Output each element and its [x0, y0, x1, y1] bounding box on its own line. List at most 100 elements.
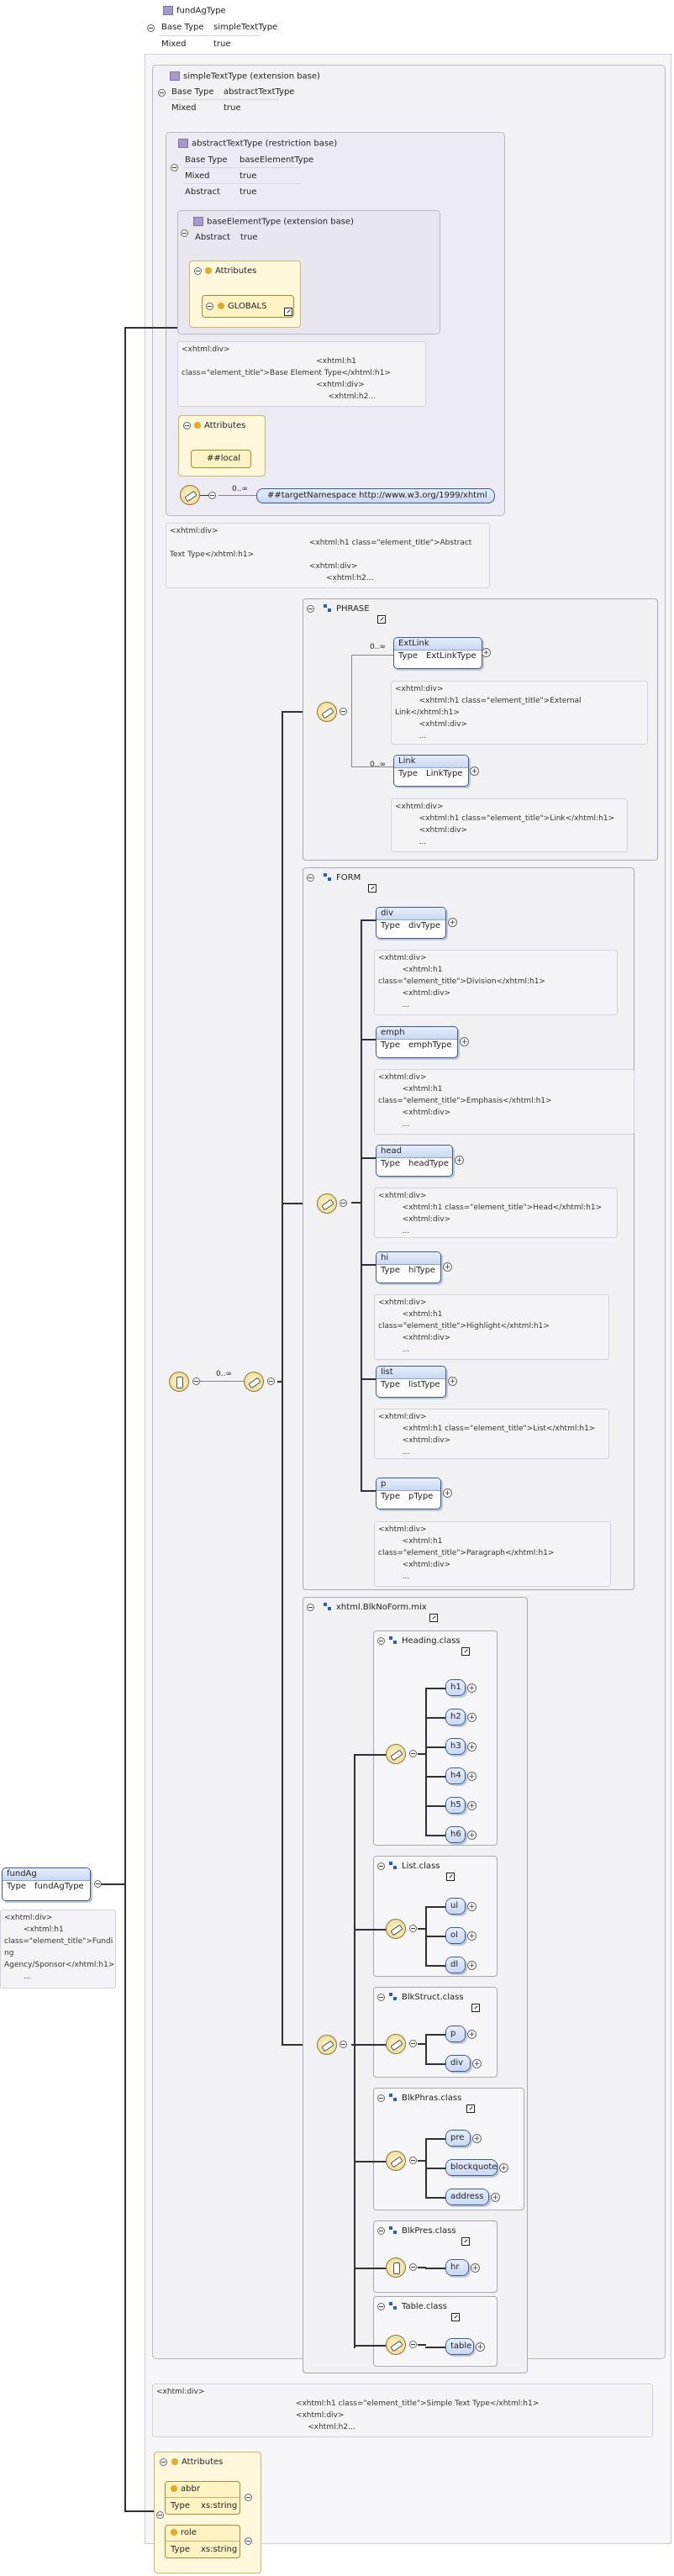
element-h1[interactable]: h1 [445, 1679, 466, 1696]
expand-toggle[interactable]: + [467, 1713, 477, 1722]
attribute-role[interactable]: role Type xs:string [165, 2525, 240, 2558]
any-attribute-local[interactable]: ##local [191, 450, 251, 468]
collapse-toggle[interactable] [267, 1378, 275, 1385]
element-p[interactable]: p [445, 2026, 466, 2042]
form-choice-compositor[interactable] [317, 1193, 337, 1214]
class-compositor[interactable] [386, 2335, 406, 2355]
expand-toggle[interactable]: + [472, 2134, 482, 2143]
element-h2[interactable]: h2 [445, 1709, 466, 1725]
expand-toggle[interactable]: + [467, 1961, 477, 1970]
expand-toggle[interactable]: + [455, 1156, 464, 1165]
collapse-toggle[interactable] [409, 2040, 417, 2047]
expand-toggle[interactable]: + [467, 1801, 477, 1810]
collapse-toggle[interactable] [245, 2494, 252, 2501]
expand-toggle[interactable]: + [448, 1377, 457, 1386]
link-icon[interactable] [461, 2237, 470, 2246]
collapse-toggle[interactable] [147, 24, 155, 32]
class-compositor[interactable] [386, 2151, 406, 2171]
element-address[interactable]: address [445, 2189, 489, 2205]
expand-toggle[interactable]: + [467, 1902, 477, 1911]
attribute-abbr[interactable]: abbr Type xs:string [165, 2481, 240, 2515]
element-dl[interactable]: dl [445, 1957, 466, 1973]
expand-toggle[interactable]: + [476, 2342, 485, 2352]
element-ol[interactable]: ol [445, 1927, 466, 1944]
link-icon[interactable] [368, 884, 376, 893]
expand-toggle[interactable]: + [443, 1488, 452, 1498]
sequence-compositor[interactable] [169, 1372, 189, 1392]
collapse-toggle[interactable] [409, 2263, 417, 2271]
collapse-toggle[interactable] [183, 422, 191, 429]
collapse-toggle[interactable] [194, 267, 202, 275]
choice-compositor[interactable] [244, 1372, 264, 1392]
expand-toggle[interactable]: + [471, 2263, 480, 2273]
collapse-toggle[interactable] [307, 605, 314, 613]
expand-toggle[interactable]: + [443, 1262, 452, 1272]
class-compositor[interactable] [386, 2257, 406, 2278]
link-icon[interactable] [429, 1614, 438, 1622]
expand-toggle[interactable]: + [499, 2163, 508, 2173]
expand-toggle[interactable]: + [482, 648, 491, 657]
expand-toggle[interactable]: + [467, 1683, 477, 1693]
collapse-toggle[interactable] [307, 1604, 314, 1611]
link-icon[interactable] [461, 1647, 470, 1656]
collapse-toggle[interactable] [377, 2227, 385, 2235]
class-compositor[interactable] [386, 1919, 406, 1939]
link-icon[interactable] [284, 308, 292, 316]
element-ul[interactable]: ul [445, 1898, 466, 1915]
collapse-toggle[interactable] [245, 2537, 252, 2545]
element-blockquote[interactable]: blockquote [445, 2159, 498, 2176]
expand-toggle[interactable]: + [467, 1831, 477, 1840]
phrase-choice-compositor[interactable] [317, 702, 337, 722]
link-icon[interactable] [471, 2004, 480, 2012]
expand-toggle[interactable]: + [467, 1772, 477, 1781]
any-sequence-compositor[interactable] [180, 485, 200, 505]
expand-toggle[interactable]: + [470, 766, 479, 776]
collapse-toggle[interactable] [377, 1862, 385, 1870]
expand-toggle[interactable]: + [467, 1742, 477, 1752]
collapse-toggle[interactable] [156, 2511, 164, 2519]
collapse-toggle[interactable] [409, 1925, 417, 1932]
element-table[interactable]: table [445, 2338, 474, 2355]
element-h4[interactable]: h4 [445, 1767, 466, 1784]
element-h3[interactable]: h3 [445, 1738, 466, 1755]
element-hr[interactable]: hr [445, 2259, 469, 2276]
link-icon[interactable] [466, 2105, 475, 2113]
expand-toggle[interactable] [206, 303, 213, 310]
any-element-namespace[interactable]: ##targetNamespace http://www.w3.org/1999… [256, 488, 495, 503]
link-icon[interactable] [377, 615, 386, 624]
expand-toggle[interactable]: + [491, 2193, 500, 2202]
blk-choice-compositor[interactable] [317, 2035, 337, 2055]
collapse-toggle[interactable] [340, 1199, 347, 1207]
collapse-toggle[interactable] [160, 2458, 167, 2466]
link-icon[interactable] [446, 1873, 455, 1881]
class-compositor[interactable] [386, 1744, 406, 1764]
element-pre[interactable]: pre [445, 2130, 471, 2147]
class-compositor[interactable] [386, 2034, 406, 2054]
collapse-toggle[interactable] [409, 2341, 417, 2348]
collapse-toggle[interactable] [377, 1994, 385, 2001]
collapse-toggle[interactable] [307, 874, 314, 882]
expand-toggle[interactable]: + [467, 1931, 477, 1941]
collapse-toggle[interactable] [340, 708, 347, 715]
collapse-toggle[interactable] [192, 1378, 200, 1385]
element-h5[interactable]: h5 [445, 1797, 466, 1814]
collapse-toggle[interactable] [377, 2094, 385, 2102]
collapse-toggle[interactable] [171, 164, 178, 171]
collapse-toggle[interactable] [94, 1880, 102, 1888]
collapse-toggle[interactable] [181, 229, 188, 237]
collapse-toggle[interactable] [158, 89, 166, 97]
expand-toggle[interactable]: + [467, 2030, 477, 2039]
collapse-toggle[interactable] [377, 1637, 385, 1645]
expand-toggle[interactable]: + [472, 2059, 482, 2068]
globals-attribute-group[interactable]: GLOBALS [202, 295, 294, 318]
collapse-toggle[interactable] [340, 2041, 347, 2048]
